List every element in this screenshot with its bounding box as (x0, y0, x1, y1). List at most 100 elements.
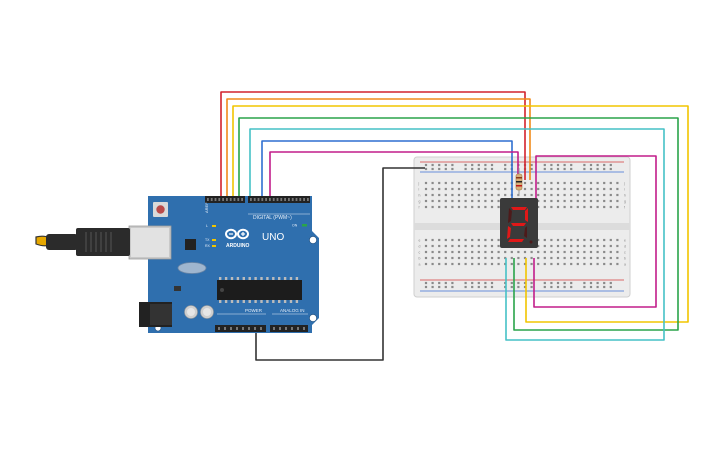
breadboard-hole[interactable] (570, 187, 573, 191)
breadboard-hole[interactable] (583, 205, 586, 209)
rail-hole[interactable] (490, 285, 494, 289)
breadboard-hole[interactable] (444, 244, 447, 248)
breadboard-hole[interactable] (550, 256, 553, 260)
breadboard-hole[interactable] (477, 193, 480, 197)
rail-hole[interactable] (530, 163, 533, 167)
rail-hole[interactable] (550, 285, 553, 289)
breadboard-hole[interactable] (490, 187, 494, 191)
rail-hole[interactable] (609, 167, 612, 171)
usb-port[interactable] (128, 225, 172, 260)
breadboard-hole[interactable] (444, 250, 447, 254)
breadboard-hole[interactable] (457, 256, 461, 260)
breadboard-hole[interactable] (504, 250, 507, 254)
breadboard-hole[interactable] (490, 199, 494, 203)
breadboard-hole[interactable] (576, 199, 579, 203)
breadboard-hole[interactable] (556, 250, 560, 254)
rail-hole[interactable] (523, 281, 527, 285)
breadboard-hole[interactable] (616, 262, 619, 266)
breadboard-hole[interactable] (523, 256, 527, 260)
breadboard-hole[interactable] (596, 181, 599, 185)
header-pin[interactable] (265, 198, 267, 201)
header-pin[interactable] (242, 327, 244, 330)
breadboard-hole[interactable] (490, 244, 494, 248)
digital-header[interactable] (205, 196, 310, 203)
breadboard-hole[interactable] (596, 262, 599, 266)
breadboard-hole[interactable] (570, 181, 573, 185)
breadboard-hole[interactable] (471, 193, 474, 197)
breadboard-hole[interactable] (457, 238, 461, 242)
rail-hole[interactable] (563, 167, 566, 171)
breadboard-hole[interactable] (424, 193, 428, 197)
rail-hole[interactable] (484, 281, 487, 285)
header-pin[interactable] (214, 198, 217, 201)
header-pin[interactable] (230, 327, 232, 330)
breadboard-hole[interactable] (596, 238, 599, 242)
breadboard-hole[interactable] (471, 262, 474, 266)
breadboard-hole[interactable] (570, 256, 573, 260)
breadboard-hole[interactable] (550, 199, 553, 203)
breadboard-hole[interactable] (451, 250, 454, 254)
header-pin[interactable] (207, 198, 209, 201)
wire-red[interactable] (220, 91, 526, 200)
breadboard-hole[interactable] (609, 262, 612, 266)
breadboard-hole[interactable] (471, 199, 474, 203)
breadboard-hole[interactable] (603, 244, 606, 248)
breadboard-hole[interactable] (583, 262, 586, 266)
breadboard-hole[interactable] (523, 250, 527, 254)
breadboard-hole[interactable] (570, 199, 573, 203)
header-pin[interactable] (226, 198, 228, 201)
breadboard-hole[interactable] (556, 181, 560, 185)
breadboard-hole[interactable] (484, 193, 487, 197)
breadboard-hole[interactable] (431, 181, 434, 185)
breadboard-hole[interactable] (464, 181, 467, 185)
rail-hole[interactable] (603, 281, 606, 285)
breadboard-hole[interactable] (424, 244, 428, 248)
breadboard-hole[interactable] (609, 238, 612, 242)
rail-hole[interactable] (596, 163, 599, 167)
breadboard-hole[interactable] (424, 181, 428, 185)
rail-hole[interactable] (464, 281, 467, 285)
breadboard-hole[interactable] (563, 181, 566, 185)
breadboard-hole[interactable] (556, 256, 560, 260)
breadboard-hole[interactable] (438, 262, 441, 266)
rail-hole[interactable] (464, 285, 467, 289)
breadboard-hole[interactable] (484, 205, 487, 209)
rail-hole[interactable] (484, 285, 487, 289)
breadboard-hole[interactable] (603, 205, 606, 209)
rail-hole[interactable] (583, 163, 586, 167)
breadboard-hole[interactable] (563, 199, 566, 203)
breadboard-hole[interactable] (497, 238, 500, 242)
header-pin[interactable] (237, 198, 240, 201)
header-pin[interactable] (222, 198, 224, 201)
breadboard-hole[interactable] (424, 250, 428, 254)
breadboard-hole[interactable] (537, 193, 540, 197)
breadboard-hole[interactable] (589, 244, 593, 248)
header-pin[interactable] (253, 198, 256, 201)
breadboard-hole[interactable] (431, 250, 434, 254)
breadboard-hole[interactable] (616, 256, 619, 260)
breadboard-hole[interactable] (504, 187, 507, 191)
breadboard-hole[interactable] (543, 238, 546, 242)
rail-hole[interactable] (550, 281, 553, 285)
rail-hole[interactable] (603, 285, 606, 289)
wire-black[interactable] (255, 167, 425, 361)
breadboard-hole[interactable] (451, 238, 454, 242)
breadboard-hole[interactable] (431, 193, 434, 197)
wire-yellow[interactable] (232, 105, 689, 323)
rail-hole[interactable] (563, 281, 566, 285)
rail-hole[interactable] (424, 163, 428, 167)
breadboard-hole[interactable] (457, 250, 461, 254)
breadboard-hole[interactable] (451, 193, 454, 197)
header-pin[interactable] (210, 198, 213, 201)
breadboard-hole[interactable] (589, 256, 593, 260)
breadboard-hole[interactable] (477, 181, 480, 185)
breadboard-hole[interactable] (556, 199, 560, 203)
breadboard-hole[interactable] (484, 244, 487, 248)
seven-segment-display[interactable]: 2 (500, 198, 538, 248)
breadboard-hole[interactable] (431, 205, 434, 209)
breadboard-hole[interactable] (504, 181, 507, 185)
breadboard-hole[interactable] (570, 262, 573, 266)
breadboard-hole[interactable] (523, 193, 527, 197)
breadboard-hole[interactable] (537, 199, 540, 203)
breadboard-hole[interactable] (537, 181, 540, 185)
